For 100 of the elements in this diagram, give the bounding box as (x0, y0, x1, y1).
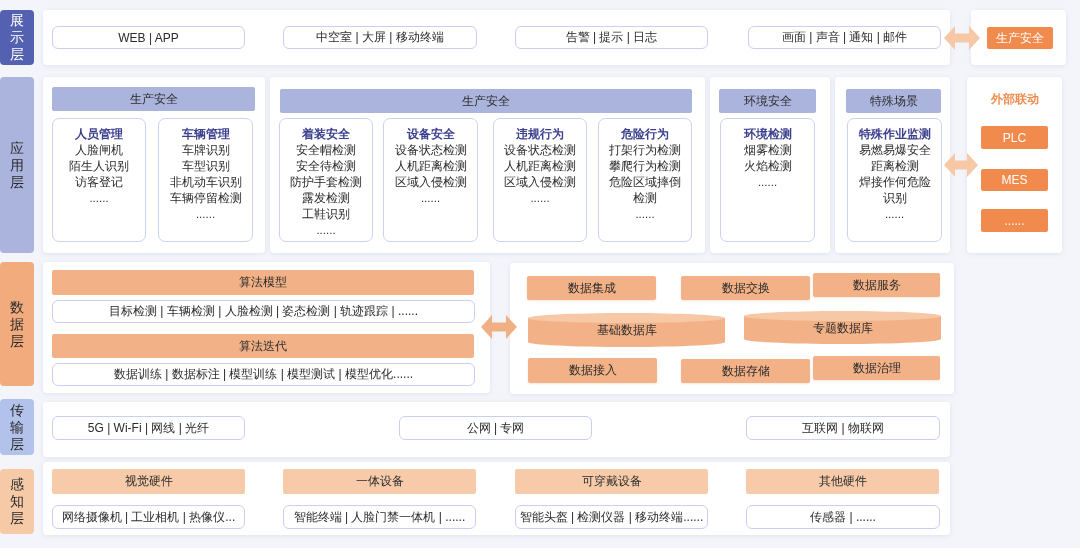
data-box: 数据服务 (813, 273, 940, 297)
card-item: 安全待检测 (296, 159, 356, 174)
card-title: 车辆管理 (181, 126, 230, 142)
category-header: 一体设备 (283, 469, 476, 494)
category-header: 算法迭代 (52, 334, 474, 358)
card-item: 工鞋识别 (302, 207, 350, 222)
item-box: 智能头盔 | 检测仪器 | 移动终端...... (515, 505, 708, 529)
item-box: 智能终端 | 人脸门禁一体机 | ...... (283, 505, 476, 529)
data-box: 数据集成 (527, 276, 656, 300)
card-title: 人员管理 (75, 126, 123, 142)
data-box: 数据交换 (681, 276, 810, 300)
card-item: 防护手套检测 (290, 175, 362, 190)
panel (971, 10, 1066, 65)
category-header: 其他硬件 (746, 469, 939, 494)
card-item: 陌生人识别 (69, 159, 129, 174)
category-header: 视觉硬件 (52, 469, 245, 494)
card-title: 设备安全 (406, 126, 455, 142)
system-box: PLC (981, 126, 1048, 149)
item-box: WEB | APP (52, 26, 245, 49)
module-card (279, 118, 373, 242)
item-box: 告警 | 提示 | 日志 (515, 26, 708, 49)
item-box: 数据训练 | 数据标注 | 模型训练 | 模型测试 | 模型优化...... (52, 363, 475, 386)
card-item: 火焰检测 (743, 159, 792, 174)
layer-label: 感知层 (0, 469, 34, 534)
panel (270, 77, 705, 253)
data-box: 数据存储 (681, 359, 810, 383)
panel (43, 262, 490, 393)
card-item: 区域入侵检测 (394, 175, 467, 190)
card-item: 危险区域摔倒检测 (608, 175, 682, 206)
item-box: 传感器 | ...... (746, 505, 940, 529)
card-item: ...... (635, 207, 655, 222)
card-item: 车辆停留检测 (169, 191, 242, 206)
card-item: ...... (195, 207, 216, 222)
item-box: 5G | Wi-Fi | 网线 | 光纤 (52, 416, 245, 440)
panel-title: 外部联动 (990, 91, 1039, 107)
category-header: 生产安全 (52, 87, 255, 111)
card-item: 易燃易爆安全距离检测 (857, 143, 932, 174)
module-card (720, 118, 815, 242)
card-title: 着装安全 (302, 126, 350, 142)
panel (710, 77, 830, 253)
card-item: ...... (420, 191, 441, 206)
card-item: ...... (316, 223, 336, 238)
card-item: 打架行为检测 (609, 143, 681, 158)
item-box: 网络摄像机 | 工业相机 | 热像仪... (52, 505, 245, 529)
card-item: ...... (530, 191, 550, 206)
card-title: 危险行为 (621, 126, 669, 142)
card-item: 安全帽检测 (296, 143, 356, 158)
card-item: 访客登记 (75, 175, 123, 190)
layer-label: 应用层 (0, 77, 34, 253)
data-box: 数据治理 (813, 356, 940, 380)
card-item: ...... (757, 175, 778, 190)
module-card (493, 118, 587, 242)
card-item: 焊接作何危险识别 (857, 175, 932, 206)
double-arrow (481, 315, 517, 339)
card-item: 车型识别 (181, 159, 230, 174)
panel (967, 77, 1062, 253)
item-box: 目标检测 | 车辆检测 | 人脸检测 | 姿态检测 | 轨迹跟踪 | ...... (52, 300, 475, 323)
card-title: 环境检测 (743, 126, 792, 142)
card-item: 设备状态检测 (504, 143, 576, 158)
double-arrow (944, 153, 978, 177)
item-box: 互联网 | 物联网 (746, 416, 940, 440)
card-item: 烟雾检测 (743, 143, 792, 158)
card-item: 攀爬行为检测 (609, 159, 681, 174)
card-item: 人机距离检测 (504, 159, 576, 174)
category-header: 环境安全 (719, 89, 816, 113)
category-header: 生产安全 (280, 89, 692, 113)
module-card (52, 118, 146, 242)
data-box: 数据接入 (528, 358, 657, 383)
item-box: 画面 | 声音 | 通知 | 邮件 (748, 26, 941, 49)
card-item: 非机动车识别 (169, 175, 242, 190)
layer-label: 传输层 (0, 399, 34, 455)
card-title: 特殊作业监测 (858, 126, 931, 142)
module-card (158, 118, 253, 242)
module-card (598, 118, 692, 242)
system-box: ...... (981, 209, 1048, 232)
panel (43, 462, 950, 535)
card-item: ...... (89, 191, 109, 206)
module-card (383, 118, 478, 242)
card-title: 违规行为 (516, 126, 564, 142)
category-header: 可穿戴设备 (515, 469, 708, 494)
card-item: 车牌识别 (181, 143, 230, 158)
system-box: MES (981, 169, 1048, 191)
card-item: 区域入侵检测 (504, 175, 576, 190)
card-item: 人脸闸机 (75, 143, 123, 158)
panel (43, 77, 265, 253)
category-header: 特殊场景 (846, 89, 941, 113)
module-card (847, 118, 942, 242)
layer-label: 展示层 (0, 10, 34, 65)
panel (510, 263, 954, 394)
item-box: 中空室 | 大屏 | 移动终端 (283, 26, 477, 49)
panel (43, 402, 950, 457)
panel (835, 77, 950, 253)
card-item: ...... (884, 207, 905, 222)
panel (43, 10, 950, 65)
item-box: 公网 | 专网 (399, 416, 592, 440)
double-arrow (944, 26, 980, 50)
category-header: 算法模型 (52, 270, 474, 295)
layer-label: 数据层 (0, 262, 34, 386)
card-item: 人机距离检测 (394, 159, 467, 174)
card-item: 露发检测 (302, 191, 350, 206)
